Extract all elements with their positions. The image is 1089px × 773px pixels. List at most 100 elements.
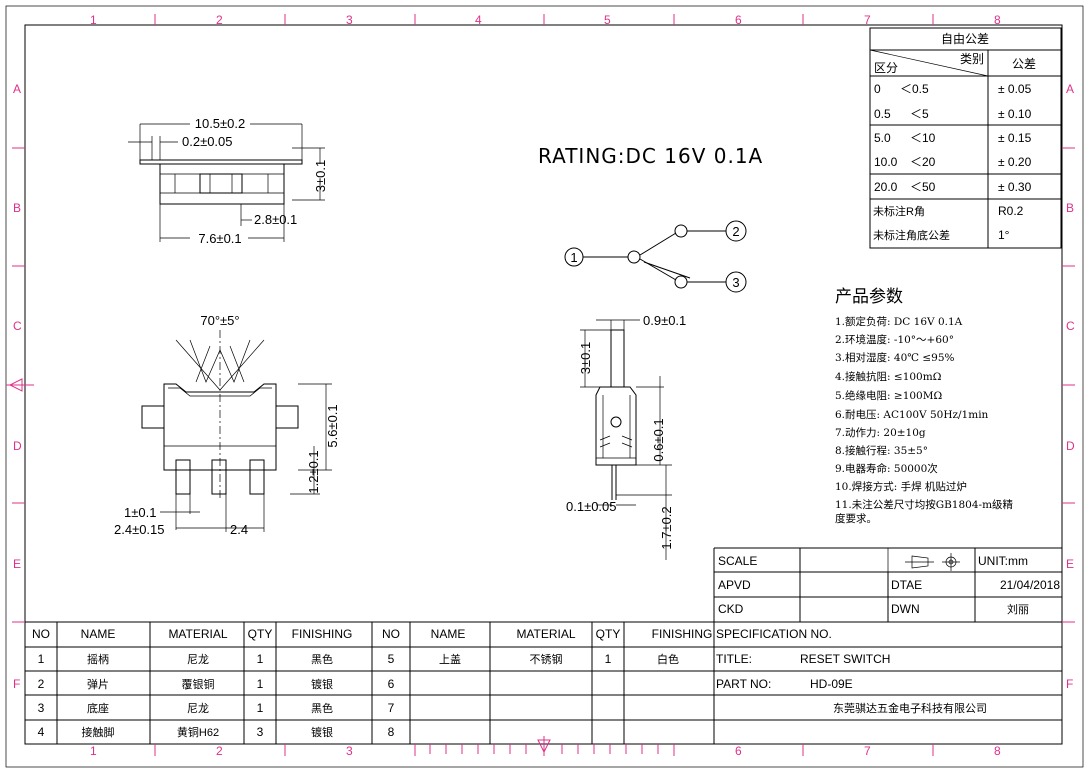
dim-top-mid: 2.8±0.1 [254, 212, 297, 227]
tol-row-3-a: 5.0 [874, 131, 891, 145]
tol-header-tol: 公差 [1012, 57, 1036, 71]
tol-angle-value: 1° [998, 228, 1010, 242]
param-7: 7.动作力: 20±10g [835, 426, 926, 439]
bom-h-finishing-left: FINISHING [292, 627, 353, 641]
grid-col-4-top: 4 [475, 13, 482, 27]
param-9: 9.电器寿命: 50000次 [835, 462, 938, 475]
grid-col-2-top: 2 [216, 13, 223, 27]
tol-row-5-b: ＜50 [910, 180, 936, 194]
top-view [128, 123, 325, 242]
dim-top-height: 3±0.1 [313, 160, 328, 192]
tol-row-4-b: ＜20 [910, 155, 936, 169]
bom-h-material-right: MATERIAL [516, 627, 575, 641]
tol-row-2-a: 0.5 [874, 107, 891, 121]
bom-h-name-right: NAME [431, 627, 466, 641]
tol-title: 自由公差 [941, 32, 989, 46]
bom-l3-no: 3 [38, 701, 45, 715]
side-view [580, 319, 672, 560]
tol-row-1-tol: ± 0.05 [998, 82, 1032, 96]
param-8: 8.接触行程: 35±5° [835, 444, 928, 457]
bom-r1-no: 5 [388, 652, 395, 666]
grid-col-8-bottom: 8 [994, 744, 1001, 758]
bom-l2-qty: 1 [257, 677, 264, 691]
bom-l3-name: 底座 [87, 701, 109, 715]
grid-row-a-left: A [13, 82, 21, 96]
param-11: 11.未注公差尺寸均按GB1804-m级精 [835, 498, 1014, 511]
tb-scale-label: SCALE [718, 554, 757, 568]
param-6: 6.耐电压: AC100V 50Hz/1min [835, 408, 989, 421]
dim-front-pitch2: 2.4 [230, 522, 248, 537]
bom-l4-material: 黄铜H62 [177, 725, 219, 739]
grid-row-d-right: D [1066, 439, 1075, 453]
grid-row-d-left: D [13, 439, 22, 453]
grid-row-e-left: E [13, 557, 21, 571]
grid-col-1-top: 1 [90, 13, 97, 27]
bom-l3-qty: 1 [257, 701, 264, 715]
tb-company: 东莞骐达五金电子科技有限公司 [833, 701, 987, 715]
grid-row-c-left: C [13, 319, 22, 333]
tol-row-1-a: 0 [874, 82, 881, 96]
bom-l2-no: 2 [38, 677, 45, 691]
title-block [713, 547, 1062, 744]
grid-row-b-right: B [1066, 201, 1074, 215]
grid-row-f-right: F [1066, 677, 1073, 691]
bom-l1-finishing: 黑色 [311, 652, 333, 666]
param-10: 10.焊接方式: 手焊 机贴过炉 [835, 480, 967, 493]
tol-row-2-b: ＜5 [910, 107, 929, 121]
bom-l2-finishing: 镀银 [311, 677, 333, 691]
bom-l4-qty: 3 [257, 725, 264, 739]
dim-side-pinw: 0.1±0.05 [566, 499, 617, 514]
bom-h-no-right: NO [382, 627, 400, 641]
bom-r1-qty: 1 [605, 652, 612, 666]
bom-r1-finishing: 白色 [657, 652, 679, 666]
tb-part-value: HD-09E [810, 677, 853, 691]
grid-row-a-right: A [1066, 82, 1074, 96]
grid-row-e-right: E [1066, 557, 1074, 571]
bom-l1-name: 摇柄 [87, 652, 109, 666]
bom-h-qty-right: QTY [596, 627, 621, 641]
params-title: 产品参数 [835, 287, 903, 307]
dim-side-thick: 0.6±0.1 [651, 418, 666, 461]
grid-col-1-bottom: 1 [90, 744, 97, 758]
bom-r3-no: 7 [388, 701, 395, 715]
dim-front-pin-w: 1±0.1 [124, 505, 156, 520]
dim-top-base: 7.6±0.1 [198, 231, 241, 246]
grid-row-b-left: B [13, 201, 21, 215]
tol-row-4-a: 10.0 [874, 155, 898, 169]
tb-apvd-label: APVD [718, 578, 751, 592]
bom-l2-material: 覆银铜 [182, 677, 215, 691]
tb-dwn-label: DWN [891, 602, 920, 616]
bom-h-material-left: MATERIAL [168, 627, 227, 641]
schematic-pin-1: 1 [570, 250, 577, 265]
bom-l3-material: 尼龙 [187, 702, 209, 715]
param-2: 2.环境温度: -10°～+60° [835, 333, 954, 346]
bom-l1-material: 尼龙 [187, 653, 209, 666]
param-3: 3.相对湿度: 40℃ ≤95% [835, 351, 954, 364]
tol-row-3-b: ＜10 [910, 131, 936, 145]
front-view [141, 330, 332, 532]
tb-spec-label: SPECIFICATION NO. [716, 627, 832, 641]
bom-h-qty-left: QTY [248, 627, 273, 641]
tol-row-1-b: ＜0.5 [900, 82, 929, 96]
grid-col-7-bottom: 7 [864, 744, 871, 758]
tol-r-value: R0.2 [998, 204, 1024, 218]
grid-col-3-bottom: 3 [346, 744, 353, 758]
bom-r1-name: 上盖 [439, 652, 461, 666]
param-1: 1.额定负荷: DC 16V 0.1A [835, 315, 963, 328]
bom-l4-name: 接触脚 [82, 725, 115, 739]
param-5: 5.绝缘电阻: ≥100MΩ [835, 389, 942, 402]
dim-front-height: 5.6±0.1 [325, 404, 340, 447]
tol-row-4-tol: ± 0.20 [998, 155, 1032, 169]
grid-col-8-top: 8 [994, 13, 1001, 27]
tb-date-label: DTAE [891, 578, 922, 592]
bom-r4-no: 8 [388, 725, 395, 739]
tb-title-value: RESET SWITCH [800, 652, 890, 666]
grid-row-f-left: F [13, 677, 20, 691]
tb-dwn-value: 刘丽 [1007, 603, 1029, 616]
grid-row-c-right: C [1066, 319, 1075, 333]
bom-l1-qty: 1 [257, 652, 264, 666]
grid-col-7-top: 7 [864, 13, 871, 27]
grid-col-6-bottom: 6 [735, 744, 742, 758]
switch-schematic [564, 220, 747, 293]
